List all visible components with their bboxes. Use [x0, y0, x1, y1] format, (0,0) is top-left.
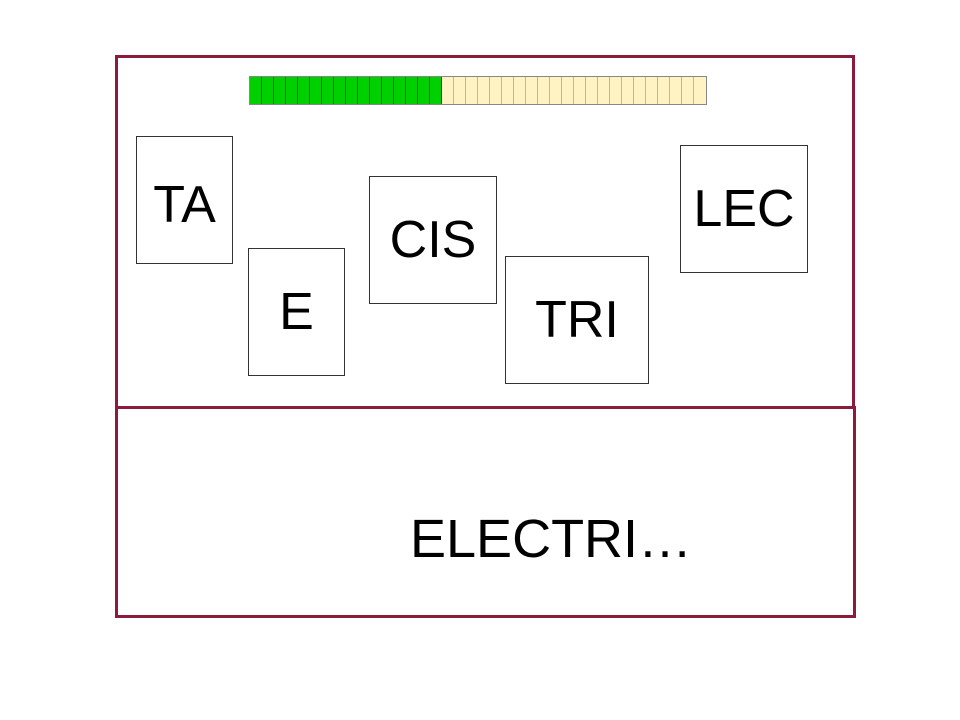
progress-segment-empty — [514, 77, 526, 104]
answer-word: ELECTRI… — [410, 509, 693, 569]
progress-bar — [249, 76, 707, 105]
progress-segment-filled — [310, 77, 322, 104]
progress-segment-filled — [298, 77, 310, 104]
progress-segment-filled — [322, 77, 334, 104]
progress-segment-filled — [430, 77, 442, 104]
progress-segment-empty — [550, 77, 562, 104]
progress-segment-filled — [262, 77, 274, 104]
syllable-tile-e[interactable]: E — [248, 248, 345, 376]
progress-segment-filled — [274, 77, 286, 104]
progress-segment-empty — [634, 77, 646, 104]
progress-segment-empty — [442, 77, 454, 104]
progress-segment-filled — [358, 77, 370, 104]
progress-segment-filled — [286, 77, 298, 104]
syllable-tile-lec[interactable]: LEC — [680, 145, 808, 273]
progress-segment-empty — [502, 77, 514, 104]
progress-segment-empty — [454, 77, 466, 104]
progress-segment-empty — [466, 77, 478, 104]
progress-segment-empty — [478, 77, 490, 104]
progress-segment-empty — [682, 77, 694, 104]
progress-segment-empty — [598, 77, 610, 104]
progress-segment-empty — [658, 77, 670, 104]
progress-segment-empty — [574, 77, 586, 104]
progress-segment-empty — [526, 77, 538, 104]
progress-segment-empty — [694, 77, 706, 104]
answer-panel — [115, 406, 856, 618]
progress-segment-empty — [586, 77, 598, 104]
syllable-tile-tri[interactable]: TRI — [505, 256, 649, 384]
progress-segment-filled — [418, 77, 430, 104]
progress-segment-empty — [646, 77, 658, 104]
progress-segment-empty — [490, 77, 502, 104]
progress-segment-empty — [610, 77, 622, 104]
progress-segment-filled — [346, 77, 358, 104]
progress-segment-empty — [562, 77, 574, 104]
progress-segment-empty — [538, 77, 550, 104]
progress-segment-empty — [622, 77, 634, 104]
progress-segment-filled — [394, 77, 406, 104]
progress-segment-filled — [250, 77, 262, 104]
progress-segment-filled — [382, 77, 394, 104]
progress-segment-filled — [370, 77, 382, 104]
progress-segment-filled — [406, 77, 418, 104]
progress-segment-filled — [334, 77, 346, 104]
progress-segment-empty — [670, 77, 682, 104]
syllable-tile-cis[interactable]: CIS — [369, 176, 497, 304]
syllable-tile-ta[interactable]: TA — [136, 136, 233, 264]
